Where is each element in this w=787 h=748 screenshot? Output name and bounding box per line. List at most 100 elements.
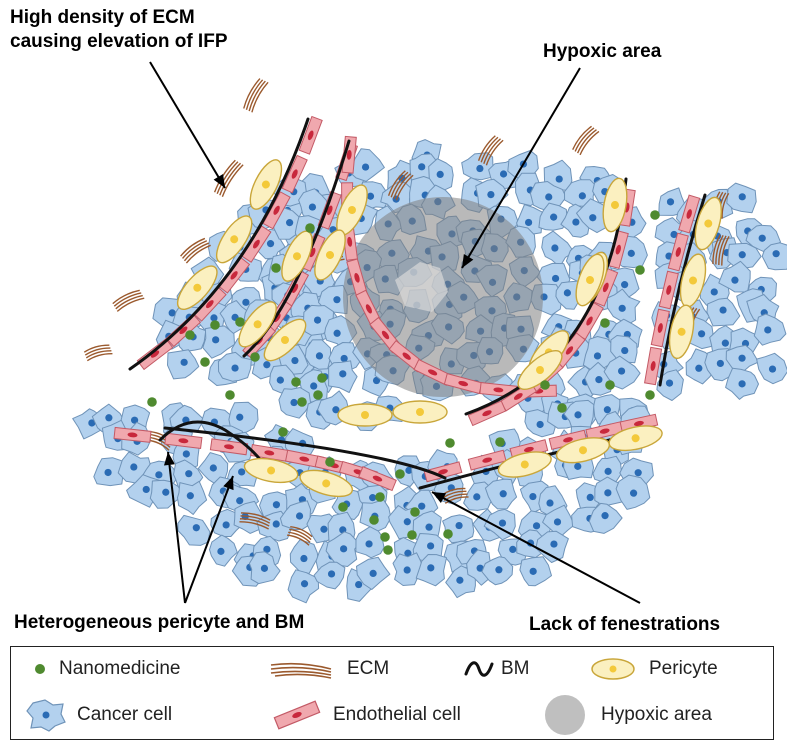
pericyte: [337, 403, 393, 427]
cancer-cell: [328, 360, 358, 393]
legend-item-bm: BM: [463, 651, 530, 687]
pericyte-nucleus: [579, 446, 587, 455]
ecm-fiber-bundle: [180, 237, 211, 264]
legend-label-bm: BM: [501, 658, 530, 679]
cancer-cell-nucleus: [738, 380, 746, 388]
cancer-cell-swatch-icon: [26, 699, 66, 732]
cancer-cell: [167, 349, 200, 380]
pericyte-nucleus: [361, 411, 369, 419]
cancer-cell-nucleus: [555, 175, 563, 183]
cancer-cell-nucleus: [217, 547, 225, 555]
ecm-fiber-bundle: [477, 135, 504, 166]
endothelial-nucleus: [346, 149, 352, 160]
legend-item-nanomedicine: Nanomedicine: [29, 651, 180, 687]
cancer-cell: [93, 457, 124, 487]
nanomedicine-particle: [325, 457, 335, 467]
legend: Nanomedicine ECM BM Pericyte Cancer cell: [10, 646, 774, 740]
cancer-cell-nucleus: [617, 367, 626, 375]
bm-swatch-icon: [464, 661, 494, 677]
cancer-cell-nucleus: [595, 376, 603, 384]
endothelial-nucleus: [127, 432, 138, 438]
ecm-fiber-bundle: [83, 344, 113, 362]
pericyte-nucleus: [322, 479, 331, 488]
cancer-cell-nucleus: [404, 549, 412, 557]
cancer-cell: [289, 539, 319, 574]
cancer-cell: [392, 552, 424, 586]
nanomedicine-particle: [147, 397, 157, 407]
nanomedicine-particle: [380, 532, 390, 542]
endothelial-nucleus: [402, 352, 411, 360]
pericyte: [176, 265, 218, 310]
cancer-cell: [356, 556, 391, 590]
cancer-cell-nucleus: [130, 463, 138, 471]
cancer-cell-nucleus: [142, 485, 150, 494]
nanomedicine-particle: [225, 390, 235, 400]
legend-item-hypoxic-area: Hypoxic area: [543, 695, 712, 735]
endothelial-nucleus: [179, 326, 188, 335]
pericyte-nucleus: [631, 434, 640, 443]
nanomedicine-particle: [313, 390, 323, 400]
cancer-cell: [726, 182, 757, 214]
cancer-cell-nucleus: [427, 542, 435, 550]
cancer-cell-nucleus: [666, 198, 675, 206]
endothelial-nucleus: [205, 300, 214, 309]
legend-item-pericyte: Pericyte: [589, 651, 718, 687]
endothelial-nucleus: [513, 393, 523, 400]
cancer-cell-nucleus: [236, 497, 244, 505]
endothelial-nucleus: [563, 437, 573, 443]
cancer-cell: [209, 534, 238, 567]
endothelial-nucleus: [599, 428, 610, 434]
nanomedicine-particle: [250, 352, 260, 362]
legend-item-cancer-cell: Cancer cell: [25, 697, 172, 733]
cancer-cell-nucleus: [425, 523, 433, 531]
endothelial-nucleus: [686, 209, 692, 219]
pericyte-nucleus: [261, 180, 270, 189]
cancer-cell-nucleus: [332, 406, 340, 414]
endothelial-cell: [644, 346, 663, 386]
endothelial-nucleus: [633, 420, 644, 427]
endothelial-nucleus: [291, 169, 298, 179]
nanomedicine-particle: [395, 469, 405, 479]
endothelial-nucleus: [299, 456, 310, 462]
endothelial-nucleus: [291, 283, 299, 293]
endothelial-cell: [467, 400, 507, 427]
pericyte-nucleus: [611, 201, 619, 209]
endothelial-cell: [467, 449, 507, 471]
endothelial-cell: [667, 232, 689, 272]
pericyte-nucleus: [348, 206, 356, 214]
cancer-cell-nucleus: [403, 518, 411, 526]
cancer-cell: [461, 152, 494, 181]
pericyte: [314, 229, 346, 281]
cancer-cell-nucleus: [634, 469, 642, 477]
endothelial-cell: [113, 426, 152, 443]
hypoxic-area-swatch-icon: [545, 695, 585, 735]
cancer-cell-nucleus: [272, 501, 281, 509]
pericyte-nucleus: [193, 283, 202, 292]
cancer-cell-nucleus: [572, 218, 580, 226]
cancer-cell-nucleus: [697, 330, 706, 338]
cancer-cell-nucleus: [231, 364, 239, 372]
cancer-cell-nucleus: [476, 164, 484, 173]
cancer-cell: [228, 401, 259, 436]
cancer-cell-nucleus: [495, 566, 503, 574]
basement-membrane: [242, 139, 351, 358]
pericyte-nucleus: [416, 408, 424, 416]
pericyte-nucleus: [253, 320, 262, 329]
cancer-cell: [538, 202, 568, 231]
cancer-cell-nucleus: [532, 522, 541, 530]
cancer-cell-nucleus: [499, 170, 508, 178]
pericyte: [602, 177, 628, 233]
endothelial-cell: [192, 286, 227, 322]
cancer-cell-nucleus: [550, 213, 558, 221]
legend-label-hypoxic-area: Hypoxic area: [601, 704, 712, 725]
cancer-cell-nucleus: [719, 306, 727, 314]
hypoxic-core: [395, 262, 448, 312]
nanomedicine-particle: [445, 438, 455, 448]
cancer-cell-nucleus: [308, 203, 317, 211]
cancer-cell-nucleus: [403, 566, 411, 574]
cancer-cell-nucleus: [405, 466, 413, 474]
cancer-cell-nucleus: [333, 329, 341, 337]
nanomedicine-particle: [297, 397, 307, 407]
endothelial-nucleus: [438, 469, 448, 475]
pericyte: [517, 350, 563, 390]
